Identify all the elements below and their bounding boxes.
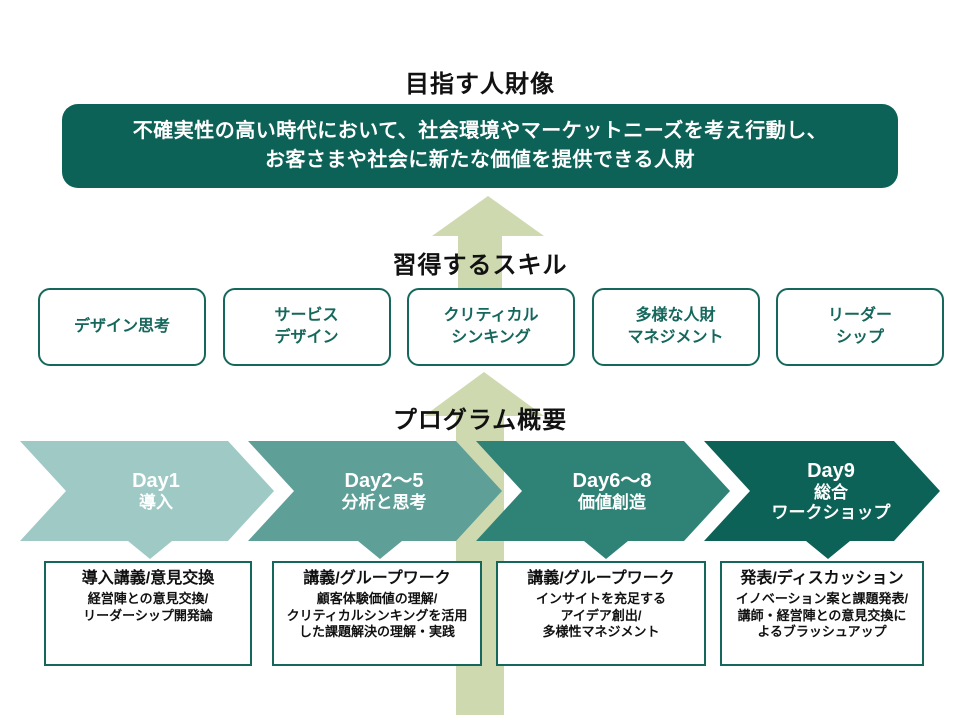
detail-title: 発表/ディスカッション	[740, 570, 904, 587]
skill-label-line2: マネジメント	[627, 329, 724, 346]
phase-chevron-day9[interactable]: Day9 総合 ワークショップ	[704, 441, 940, 541]
detail-line: アイデア創出/	[560, 607, 642, 623]
detail-box-day6-8[interactable]: 講義/グループワーク インサイトを充足する アイデア創出/ 多様性マネジメント	[496, 561, 706, 666]
program-heading: プログラム概要	[392, 407, 568, 434]
skill-label-line1: リーダー	[827, 307, 892, 325]
detail-line: 多様性マネジメント	[542, 624, 660, 640]
skill-label-line1: デザイン思考	[73, 318, 170, 336]
detail-box-day2-5[interactable]: 講義/グループワーク 顧客体験価値の理解/ クリティカルシンキングを活用 した課…	[272, 561, 482, 666]
background-arrow-lower-head	[424, 372, 544, 416]
phase-theme-label: 総合	[814, 482, 848, 502]
detail-line: 顧客体験価値の理解/	[316, 591, 438, 606]
detail-title: 講義/グループワーク	[303, 570, 451, 587]
program-detail-row: 導入講義/意見交換 経営陣との意見交換/ リーダーシップ開発論 講義/グループワ…	[44, 561, 924, 666]
skill-box-leadership[interactable]: リーダー シップ	[776, 288, 944, 366]
skill-label-line1: クリティカル	[443, 307, 539, 325]
phase-chevron-day1[interactable]: Day1 導入	[20, 441, 274, 541]
skill-box-service-design[interactable]: サービス デザイン	[222, 288, 391, 366]
skills-row: デザイン思考 サービス デザイン クリティカル シンキング 多様な人財 マネジメ…	[38, 288, 944, 366]
vision-banner-text: 不確実性の高い時代において、社会環境やマーケットニーズを考え行動し、 お客さまや…	[133, 117, 827, 175]
detail-body: 経営陣との意見交換/ リーダーシップ開発論	[50, 591, 246, 624]
detail-title: 講義/グループワーク	[527, 570, 675, 587]
skill-box-diversity-management[interactable]: 多様な人財 マネジメント	[591, 288, 760, 366]
phase-connector-day9	[806, 541, 850, 559]
vision-banner-line1: 不確実性の高い時代において、社会環境やマーケットニーズを考え行動し、	[132, 120, 828, 142]
detail-body: イノベーション案と課題発表/ 講師・経営陣との意見交換に よるブラッシュアップ	[726, 591, 918, 641]
phase-theme-label-2: ワークショップ	[771, 503, 891, 522]
program-phase-row: Day1 導入 Day2〜5 分析と思考 Day6〜8 価値創造 Day9 総合…	[20, 441, 940, 541]
phase-day-label: Day1	[132, 469, 180, 492]
detail-line: 経営陣との意見交換/	[87, 591, 209, 606]
detail-box-day1[interactable]: 導入講義/意見交換 経営陣との意見交換/ リーダーシップ開発論	[44, 561, 252, 666]
detail-line: クリティカルシンキングを活用	[286, 607, 468, 623]
detail-body: インサイトを充足する アイデア創出/ 多様性マネジメント	[502, 591, 700, 641]
background-arrow-upper-head	[432, 196, 544, 236]
phase-theme-label: 価値創造	[578, 492, 646, 512]
detail-line: した課題解決の理解・実践	[298, 624, 455, 640]
phase-connector-day6-8	[584, 541, 628, 559]
phase-chevron-label: Day2〜5 分析と思考	[342, 469, 427, 513]
phase-chevron-label: Day1 導入	[132, 469, 180, 513]
detail-line: イノベーション案と課題発表/	[735, 591, 909, 606]
detail-line: リーダーシップ開発論	[83, 607, 213, 623]
skill-box-design-thinking[interactable]: デザイン思考	[38, 288, 206, 366]
skill-label-line2: デザイン	[274, 329, 339, 346]
phase-day-label: Day9	[807, 459, 855, 482]
detail-box-day9[interactable]: 発表/ディスカッション イノベーション案と課題発表/ 講師・経営陣との意見交換に…	[720, 561, 924, 666]
detail-title: 導入講義/意見交換	[81, 570, 215, 587]
skill-label-line1: 多様な人財	[635, 307, 716, 325]
detail-line: 講師・経営陣との意見交換に	[737, 607, 907, 623]
phase-day-label: Day6〜8	[572, 469, 652, 492]
skills-heading: 習得するスキル	[392, 252, 568, 279]
detail-line: よるブラッシュアップ	[757, 624, 887, 640]
phase-chevron-label: Day9 総合 ワークショップ	[772, 459, 891, 524]
background-arrow-upper-shaft	[458, 235, 502, 293]
phase-chevron-day2-5[interactable]: Day2〜5 分析と思考	[248, 441, 502, 541]
vision-banner: 不確実性の高い時代において、社会環境やマーケットニーズを考え行動し、 お客さまや…	[62, 104, 898, 188]
phase-theme-label: 分析と思考	[341, 492, 427, 512]
skill-box-critical-thinking[interactable]: クリティカル シンキング	[407, 288, 575, 366]
detail-line: インサイトを充足する	[535, 591, 666, 606]
vision-heading: 目指す人財像	[405, 71, 555, 98]
phase-chevron-day6-8[interactable]: Day6〜8 価値創造	[476, 441, 730, 541]
skill-label-line1: サービス	[274, 307, 339, 325]
vision-banner-line2: お客さまや社会に新たな価値を提供できる人財	[264, 149, 696, 171]
detail-body: 顧客体験価値の理解/ クリティカルシンキングを活用 した課題解決の理解・実践	[278, 591, 476, 641]
skill-label-line2: シップ	[835, 329, 884, 346]
skill-label-line2: シンキング	[451, 329, 531, 346]
phase-chevron-label: Day6〜8 価値創造	[573, 469, 652, 513]
phase-connector-day1	[128, 541, 172, 559]
phase-connector-day2-5	[358, 541, 402, 559]
phase-day-label: Day2〜5	[344, 469, 424, 492]
phase-theme-label: 導入	[139, 492, 173, 512]
